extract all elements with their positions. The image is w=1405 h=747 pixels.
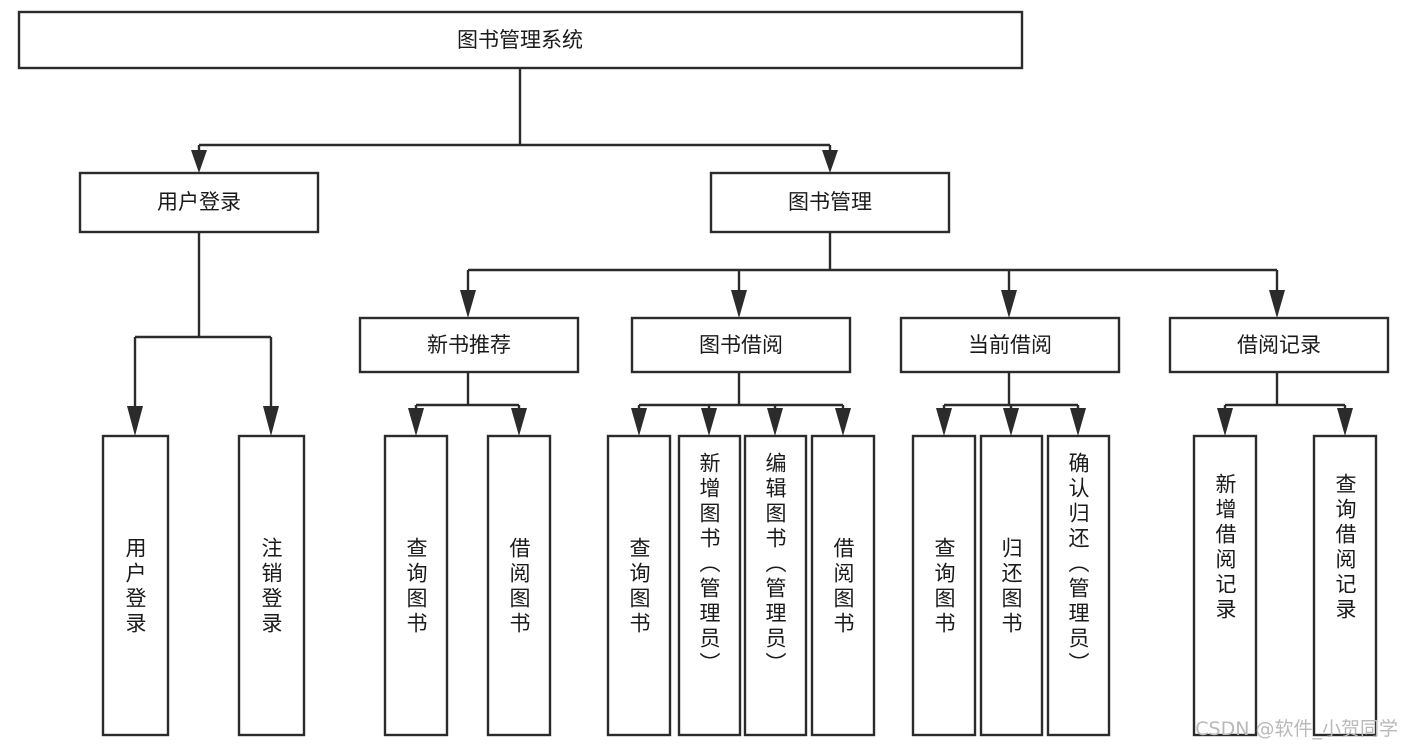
- node-leaf-borrow-book-1-label: 借阅图书: [507, 537, 531, 637]
- node-leaf-edit-book[interactable]: 编辑图书（管理员）: [743, 434, 808, 737]
- node-current-borrow-box[interactable]: [899, 316, 1121, 374]
- node-new-book-recommend-box[interactable]: [358, 316, 580, 374]
- arrow-head-leaf-add-book: [701, 408, 717, 436]
- arrow-head-leaf-add-record: [1217, 408, 1233, 436]
- arrow-head-leaf-user-login: [127, 406, 143, 436]
- node-leaf-query-book-3-box[interactable]: [911, 434, 977, 737]
- node-leaf-return-book-box[interactable]: [979, 434, 1044, 737]
- node-leaf-query-book-1-label: 查询图书: [404, 537, 428, 637]
- node-leaf-confirm-return-label: 确认归还（管理员）: [1066, 452, 1090, 677]
- arrow-head-book-management: [822, 150, 838, 173]
- node-leaf-query-book-3[interactable]: 查询图书: [911, 434, 977, 737]
- node-current-borrow[interactable]: 当前借阅: [899, 316, 1121, 374]
- node-leaf-confirm-return-box[interactable]: [1046, 434, 1111, 737]
- arrow-head-book-borrow: [731, 290, 747, 318]
- node-leaf-borrow-book-1-box[interactable]: [486, 434, 552, 737]
- arrow-head-leaf-edit-book: [767, 408, 783, 436]
- node-leaf-add-record-label: 新增借阅记录: [1213, 473, 1237, 623]
- node-leaf-add-book[interactable]: 新增图书（管理员）: [677, 434, 742, 737]
- node-book-borrow[interactable]: 图书借阅: [630, 316, 852, 374]
- arrow-head-leaf-query-record: [1337, 408, 1353, 436]
- node-root[interactable]: 图书管理系统: [17, 10, 1024, 70]
- arrow-head-leaf-logout: [263, 406, 279, 436]
- node-borrow-record-box[interactable]: [1168, 316, 1390, 374]
- node-leaf-logout[interactable]: 注销登录: [237, 434, 306, 737]
- node-leaf-logout-label: 注销登录: [259, 537, 283, 637]
- node-leaf-query-book-3-label: 查询图书: [932, 537, 956, 637]
- node-book-management[interactable]: 图书管理: [709, 171, 951, 234]
- node-borrow-record[interactable]: 借阅记录: [1168, 316, 1390, 374]
- arrow-head-leaf-borrow-book-1: [511, 408, 527, 436]
- arrow-head-leaf-borrow-book-2: [835, 408, 851, 436]
- node-leaf-borrow-book-2[interactable]: 借阅图书: [810, 434, 876, 737]
- node-book-borrow-label: 图书借阅: [699, 333, 783, 357]
- node-borrow-record-label: 借阅记录: [1237, 333, 1321, 357]
- node-leaf-user-login-box[interactable]: [101, 434, 170, 737]
- node-leaf-query-record-label: 查询借阅记录: [1333, 473, 1357, 623]
- node-book-management-box[interactable]: [709, 171, 951, 234]
- node-user-login[interactable]: 用户登录: [78, 171, 320, 234]
- node-leaf-user-login-label: 用户登录: [123, 537, 147, 637]
- node-leaf-borrow-book-2-label: 借阅图书: [831, 537, 855, 637]
- node-leaf-query-book-2-label: 查询图书: [627, 537, 651, 637]
- arrow-head-leaf-query-book-2: [631, 408, 647, 436]
- arrow-head-user-login: [191, 150, 207, 173]
- node-leaf-edit-book-box[interactable]: [743, 434, 808, 737]
- connector-layer: [127, 68, 1353, 436]
- node-leaf-return-book[interactable]: 归还图书: [979, 434, 1044, 737]
- node-leaf-borrow-book-2-box[interactable]: [810, 434, 876, 737]
- node-leaf-add-book-label: 新增图书（管理员）: [697, 452, 721, 677]
- node-book-borrow-box[interactable]: [630, 316, 852, 374]
- node-root-box[interactable]: [17, 10, 1024, 70]
- node-leaf-query-book-2-box[interactable]: [606, 434, 672, 737]
- node-current-borrow-label: 当前借阅: [968, 333, 1052, 357]
- watermark-label: CSDN @软件_小贺同学: [1195, 718, 1398, 740]
- node-leaf-query-record-box[interactable]: [1312, 434, 1378, 737]
- node-book-management-label: 图书管理: [788, 190, 872, 214]
- arrow-head-leaf-return-book: [1003, 408, 1019, 436]
- arrow-head-borrow-record: [1269, 290, 1285, 318]
- node-root-label: 图书管理系统: [457, 28, 583, 52]
- node-leaf-add-record[interactable]: 新增借阅记录: [1192, 434, 1258, 737]
- node-leaf-logout-box[interactable]: [237, 434, 306, 737]
- node-user-login-box[interactable]: [78, 171, 320, 234]
- arrow-head-leaf-query-book-3: [936, 408, 952, 436]
- arrow-head-current-borrow: [1001, 290, 1017, 318]
- node-leaf-user-login[interactable]: 用户登录: [101, 434, 170, 737]
- node-leaf-query-book-1-box[interactable]: [383, 434, 449, 737]
- node-leaf-query-record[interactable]: 查询借阅记录: [1312, 434, 1378, 737]
- node-leaf-query-book-1[interactable]: 查询图书: [383, 434, 449, 737]
- arrow-head-new-book-recommend: [460, 290, 476, 318]
- node-leaf-edit-book-label: 编辑图书（管理员）: [763, 452, 787, 677]
- node-leaf-add-record-box[interactable]: [1192, 434, 1258, 737]
- node-leaf-confirm-return[interactable]: 确认归还（管理员）: [1046, 434, 1111, 737]
- arrow-head-leaf-confirm-return: [1070, 408, 1086, 436]
- node-new-book-recommend[interactable]: 新书推荐: [358, 316, 580, 374]
- arrow-head-leaf-query-book-1: [408, 408, 424, 436]
- node-leaf-return-book-label: 归还图书: [999, 537, 1023, 637]
- node-leaf-query-book-2[interactable]: 查询图书: [606, 434, 672, 737]
- node-leaf-add-book-box[interactable]: [677, 434, 742, 737]
- node-leaf-borrow-book-1[interactable]: 借阅图书: [486, 434, 552, 737]
- node-new-book-recommend-label: 新书推荐: [427, 333, 511, 357]
- node-user-login-label: 用户登录: [157, 190, 241, 214]
